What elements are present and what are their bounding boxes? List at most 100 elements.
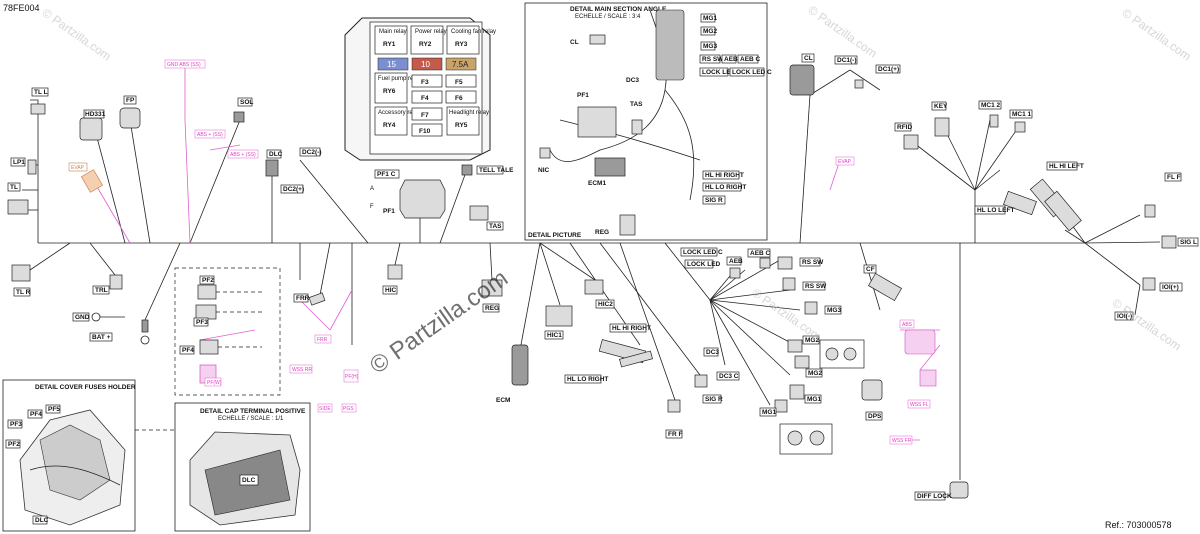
- dm-mg2: MG2: [703, 28, 717, 35]
- reference-number: Ref.: 703000578: [1105, 520, 1172, 530]
- pink-label-7: PF(H): [345, 374, 359, 380]
- label-ioim: IOI(-): [1117, 313, 1132, 320]
- pink-label-4: PF(W): [207, 380, 222, 386]
- label-frr: FRR: [296, 295, 310, 302]
- label-tl: TL: [10, 184, 18, 191]
- label-lp1: LP1: [13, 159, 25, 166]
- label-mg2b: MG2: [808, 370, 822, 377]
- fuse-f7: [411, 107, 443, 121]
- fuse-f10-label: F10: [419, 128, 431, 135]
- fuse-box: Main relay Power relay Cooling fan relay…: [344, 17, 496, 161]
- detail-cover-fuses-holder: DETAIL COVER FUSES HOLDER PF3 PF4 PF5 PF…: [2, 379, 175, 532]
- fuse-f3: [411, 74, 443, 88]
- pink-label-0: GND ABS (SS): [167, 62, 201, 68]
- dm-ecm1: ECM1: [588, 180, 606, 187]
- fuse-f7-label: F7: [421, 112, 429, 119]
- watermark-small-1: © Partzilla.com: [39, 6, 113, 64]
- label-mc12: MC1 2: [981, 102, 1001, 109]
- fuse-10-label: 10: [421, 60, 430, 69]
- label-dc1p: DC1(+): [878, 66, 899, 73]
- label-reg: REG: [485, 305, 499, 312]
- dm-dc3: DC3: [626, 77, 639, 84]
- label-dlc: DLC: [269, 151, 283, 158]
- conn-tll: [30, 103, 46, 115]
- watermark-small-4: © Partzilla.com: [749, 286, 823, 344]
- fuse-15-label: 15: [387, 60, 396, 69]
- dc-pf5: PF5: [48, 406, 60, 413]
- dm-tas: TAS: [630, 101, 643, 108]
- label-hlhiright: HL HI RIGHT: [612, 325, 651, 332]
- detail-main-scale: ECHELLE / SCALE : 3:4: [575, 14, 641, 20]
- watermarks: © Partzilla.com © Partzilla.com © Partzi…: [39, 3, 1193, 380]
- fuse-f6-label: F6: [455, 95, 463, 102]
- fuse-10: [411, 57, 443, 71]
- label-dc3: DC3: [706, 349, 719, 356]
- label-aebc: AEB C: [750, 250, 771, 257]
- right-middle-connectors: LOCK LED C LOCK LED AEB AEB C RS SW RS S…: [680, 247, 865, 455]
- dc-pf4: PF4: [30, 411, 42, 418]
- relay-ry6-desc: Fuel pump relay: [378, 76, 421, 82]
- fuse-f4: [411, 90, 443, 104]
- label-pf1c: PF1 C: [377, 171, 396, 178]
- label-mg1b: MG1: [762, 409, 776, 416]
- label-f: F: [370, 204, 374, 210]
- dc-pf2: PF2: [8, 441, 20, 448]
- pink-optional-labels: GND ABS (SS) ABS + (SS) ABS + (SS) EVAP …: [164, 59, 937, 445]
- label-hlloleft: HL LO LEFT: [977, 207, 1014, 214]
- label-mc11: MC1 1: [1012, 111, 1032, 118]
- label-sigl: SIG L: [1180, 239, 1197, 246]
- detail-cap-scale: ECHELLE / SCALE : 1/1: [218, 416, 284, 422]
- relay-ry5-desc: Headlight relay: [449, 110, 489, 116]
- pink-label-3: EVAP: [838, 159, 852, 165]
- fuse-15: [377, 57, 409, 71]
- relay-ry6-label: RY6: [383, 88, 396, 95]
- label-pf1: PF1: [383, 208, 395, 215]
- label-rssw: RS SW: [802, 259, 824, 266]
- dm-picture: DETAIL PICTURE: [528, 232, 582, 239]
- label-lockled: LOCK LED: [687, 261, 721, 268]
- label-tas: TAS: [489, 223, 502, 230]
- watermark-main: © Partzilla.com: [365, 265, 513, 380]
- label-pf4: PF4: [182, 347, 194, 354]
- pink-label-6: WSS RR: [292, 367, 312, 373]
- label-cl: CL: [804, 55, 813, 62]
- detail-cap-terminal-positive: DETAIL CAP TERMINAL POSITIVE ECHELLE / S…: [174, 402, 311, 532]
- dm-cl: CL: [570, 39, 579, 46]
- dc-pf3: PF3: [10, 421, 22, 428]
- label-mg1: MG1: [807, 396, 821, 403]
- label-sigr: SIG R: [705, 396, 723, 403]
- label-ecm: ECM: [496, 397, 510, 404]
- dm-rssw: RS SW: [702, 56, 724, 63]
- dm-mg3: MG3: [703, 43, 717, 50]
- relay-ry3: [446, 25, 480, 55]
- diagram-id: 78FE004: [3, 3, 40, 13]
- dm-lockledc: LOCK LED C: [732, 69, 772, 76]
- label-sol: SOL: [240, 99, 253, 106]
- label-tll: TL L: [34, 89, 48, 96]
- mid-left-connectors: FRR HIC REG HIC2 HIC1 HL HI RIGHT HL LO …: [293, 264, 740, 439]
- watermark-small-3: © Partzilla.com: [1119, 6, 1193, 64]
- pink-label-10: ABS: [902, 322, 913, 328]
- label-hic1: HIC1: [547, 332, 562, 339]
- fuse-f5: [445, 74, 477, 88]
- fuse-7-5a: [445, 57, 477, 71]
- label-difflock: DIFF LOCK: [917, 493, 952, 500]
- label-fp: FP: [126, 97, 135, 104]
- detail-main-title: DETAIL MAIN SECTION ANGLE: [570, 6, 667, 13]
- relay-ry5-label: RY5: [455, 122, 468, 129]
- relay-ry1: [374, 25, 408, 55]
- pink-label-2: ABS + (SS): [197, 132, 223, 138]
- label-lockledc: LOCK LED C: [683, 249, 723, 256]
- label-key: KEY: [934, 103, 948, 110]
- detail-main-section: DETAIL MAIN SECTION ANGLE ECHELLE / SCAL…: [524, 2, 772, 241]
- main-harness-trunk: [22, 69, 1161, 480]
- dm-nic: NIC: [538, 167, 550, 174]
- fuse-f5-label: F5: [455, 79, 463, 86]
- label-mg2: MG2: [805, 337, 819, 344]
- label-dc2m: DC2(-): [302, 149, 322, 156]
- label-tlr: TL R: [16, 289, 31, 296]
- relay-ry4: [374, 106, 408, 136]
- relay-ry4-desc: Accessory relay: [378, 110, 420, 116]
- relay-ry1-label: RY1: [383, 41, 396, 48]
